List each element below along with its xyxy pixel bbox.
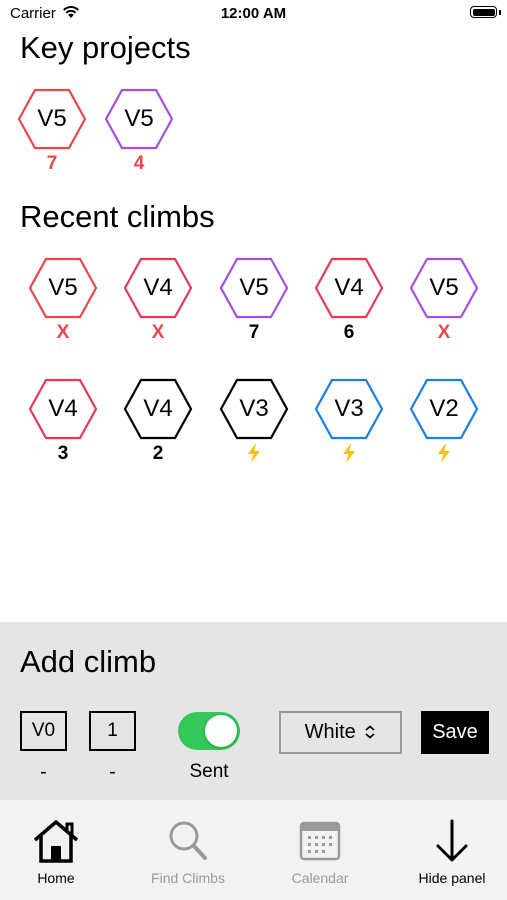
lightning-icon (245, 442, 263, 470)
toggle-knob (205, 715, 237, 747)
chevron-up-down-icon (361, 721, 376, 743)
climb-badge[interactable]: V5 7 (219, 256, 289, 346)
climb-grade: V5 (124, 105, 154, 132)
grade-sub-label: - (40, 761, 47, 783)
magnifier-icon (128, 818, 248, 864)
arrow-down-icon (392, 818, 507, 864)
tab-home[interactable]: Home (0, 818, 116, 886)
climb-badge[interactable]: V5 4 (104, 87, 174, 177)
recent-climbs-title: Recent climbs (20, 199, 215, 234)
status-time: 12:00 AM (220, 5, 287, 22)
save-button[interactable]: Save (421, 711, 489, 754)
climb-grade: V4 (48, 395, 78, 422)
climb-grade: V4 (334, 274, 364, 301)
color-select[interactable]: White (279, 711, 402, 754)
attempts-sub-label: - (109, 761, 116, 783)
climb-badge[interactable]: V3 (314, 377, 384, 467)
climb-result: X (151, 322, 165, 343)
tab-hide-panel[interactable]: Hide panel (392, 818, 507, 886)
add-climb-title: Add climb (20, 644, 157, 679)
climb-badge[interactable]: V5 7 (17, 87, 87, 177)
climb-badge[interactable]: V4 2 (123, 377, 193, 467)
color-select-value: White (304, 721, 356, 743)
tab-find-climbs[interactable]: Find Climbs (128, 818, 248, 886)
climb-result: 2 (152, 443, 164, 464)
lightning-icon (340, 442, 358, 470)
climb-result: 6 (343, 322, 355, 343)
attempts-picker[interactable]: 1 (89, 711, 136, 751)
climb-result: X (437, 322, 451, 343)
lightning-icon (435, 442, 453, 470)
climb-badge[interactable]: V4 6 (314, 256, 384, 346)
grade-picker[interactable]: V0 (20, 711, 67, 751)
climb-grade: V4 (143, 274, 173, 301)
climb-result: X (56, 322, 70, 343)
key-projects-title: Key projects (20, 30, 191, 65)
house-icon (0, 818, 116, 864)
climb-result: 3 (57, 443, 69, 464)
tab-home-label: Home (37, 870, 75, 886)
climb-grade: V5 (48, 274, 78, 301)
climb-grade: V5 (429, 274, 459, 301)
climb-badge[interactable]: V3 (219, 377, 289, 467)
climb-grade: V2 (429, 395, 459, 422)
climb-badge[interactable]: V4 3 (28, 377, 98, 467)
climb-result: 7 (46, 153, 58, 174)
tab-find-climbs-label: Find Climbs (151, 870, 225, 886)
tab-hide-panel-label: Hide panel (418, 870, 486, 886)
status-bar: Carrier 12:00 AM (0, 0, 507, 30)
climb-badge[interactable]: V2 (409, 377, 479, 467)
climb-result: 7 (248, 322, 260, 343)
climb-grade: V3 (334, 395, 364, 422)
sent-label: Sent (189, 761, 229, 782)
add-climb-panel: Add climb V0 - 1 - Sent White Save (0, 622, 507, 800)
wifi-icon (62, 5, 80, 24)
tab-calendar[interactable]: Calendar (260, 818, 380, 886)
tab-bar: Home Find Climbs Calendar (0, 800, 507, 900)
tab-calendar-label: Calendar (291, 870, 349, 886)
calendar-icon (260, 818, 380, 864)
sent-toggle[interactable] (178, 712, 240, 750)
climb-grade: V5 (37, 105, 67, 132)
carrier-label: Carrier (10, 5, 56, 22)
climb-result: 4 (133, 153, 145, 174)
climb-grade: V5 (239, 274, 269, 301)
climb-grade: V4 (143, 395, 173, 422)
climb-grade: V3 (239, 395, 269, 422)
battery-icon (470, 6, 497, 18)
